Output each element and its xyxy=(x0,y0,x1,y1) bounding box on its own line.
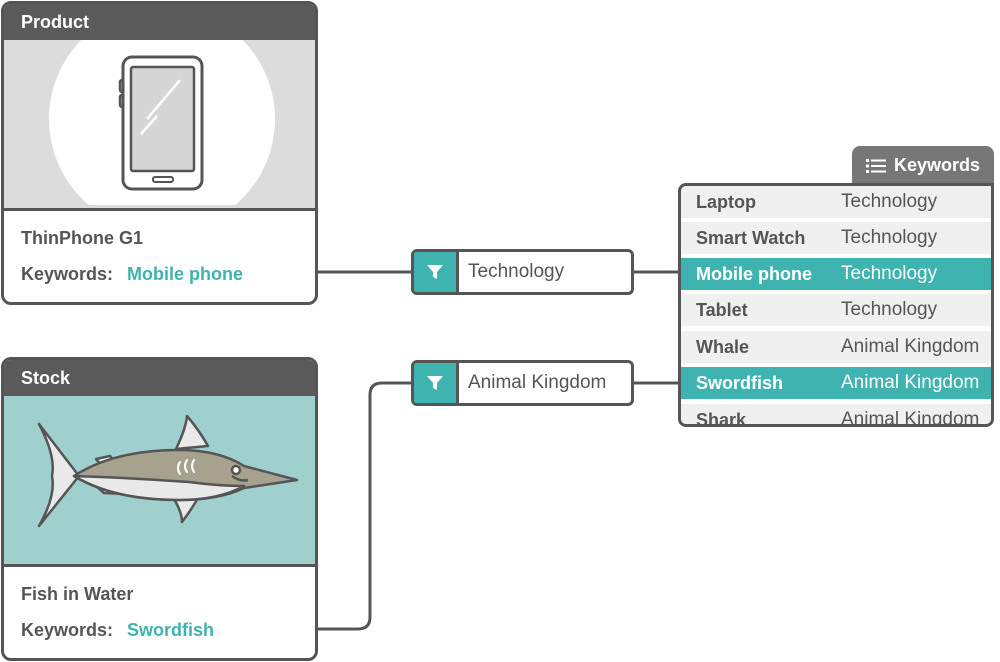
list-icon xyxy=(866,159,886,173)
keyword-row[interactable]: Laptop Technology xyxy=(681,186,991,220)
product-card-header: Product xyxy=(4,4,315,40)
stock-image xyxy=(4,396,315,567)
product-image xyxy=(4,40,315,211)
keyword-name: Shark xyxy=(696,410,747,427)
filter-technology[interactable]: Technology xyxy=(411,249,634,295)
keyword-category: Technology xyxy=(841,263,938,284)
keyword-category: Technology xyxy=(841,191,938,212)
keyword-row[interactable]: Whale Animal Kingdom xyxy=(681,331,991,365)
filter-animal-kingdom[interactable]: Animal Kingdom xyxy=(411,360,634,406)
keyword-name: Swordfish xyxy=(696,373,784,393)
filter-animal-kingdom-label: Animal Kingdom xyxy=(468,372,607,393)
keyword-row-selected[interactable]: Swordfish Animal Kingdom xyxy=(681,367,991,401)
keyword-category: Animal Kingdom xyxy=(841,336,980,357)
stock-keywords-row: Keywords: Swordfish xyxy=(21,620,214,641)
stock-keywords-value[interactable]: Swordfish xyxy=(127,620,215,640)
product-card: Product ThinPhone G1 Keywords: Mobile pho… xyxy=(1,1,318,305)
keyword-row[interactable]: Smart Watch Technology xyxy=(681,222,991,256)
stock-card: Stock xyxy=(1,357,318,661)
keywords-tab-label: Keywords xyxy=(894,155,981,175)
product-keywords-label: Keywords: xyxy=(21,264,114,284)
keyword-category: Technology xyxy=(841,299,938,320)
keyword-category: Animal Kingdom xyxy=(841,409,980,427)
keyword-category: Technology xyxy=(841,227,938,248)
keyword-name: Smart Watch xyxy=(696,228,806,248)
product-title: ThinPhone G1 xyxy=(21,228,144,248)
keyword-category: Animal Kingdom xyxy=(841,372,980,393)
keyword-name: Laptop xyxy=(696,192,756,212)
keyword-name: Whale xyxy=(696,337,750,357)
stock-title: Fish in Water xyxy=(21,584,134,604)
keyword-name: Tablet xyxy=(696,300,748,320)
keywords-table: Laptop Technology Smart Watch Technology… xyxy=(678,183,994,427)
product-keywords-value[interactable]: Mobile phone xyxy=(127,264,244,284)
filter-icon xyxy=(414,363,459,403)
keywords-tab[interactable]: Keywords xyxy=(852,146,994,186)
keyword-row-selected[interactable]: Mobile phone Technology xyxy=(681,258,991,292)
keyword-row[interactable]: Tablet Technology xyxy=(681,294,991,328)
filter-icon xyxy=(414,252,459,292)
product-keywords-row: Keywords: Mobile phone xyxy=(21,264,243,285)
filter-technology-label: Technology xyxy=(468,261,565,282)
keyword-row[interactable]: Shark Animal Kingdom xyxy=(681,404,991,427)
swordfish-icon xyxy=(37,414,299,528)
connector-stock-to-filter xyxy=(224,381,412,629)
smartphone-icon xyxy=(49,40,275,205)
keyword-name: Mobile phone xyxy=(696,264,812,284)
stock-card-header: Stock xyxy=(4,360,315,396)
stock-keywords-label: Keywords: xyxy=(21,620,114,640)
